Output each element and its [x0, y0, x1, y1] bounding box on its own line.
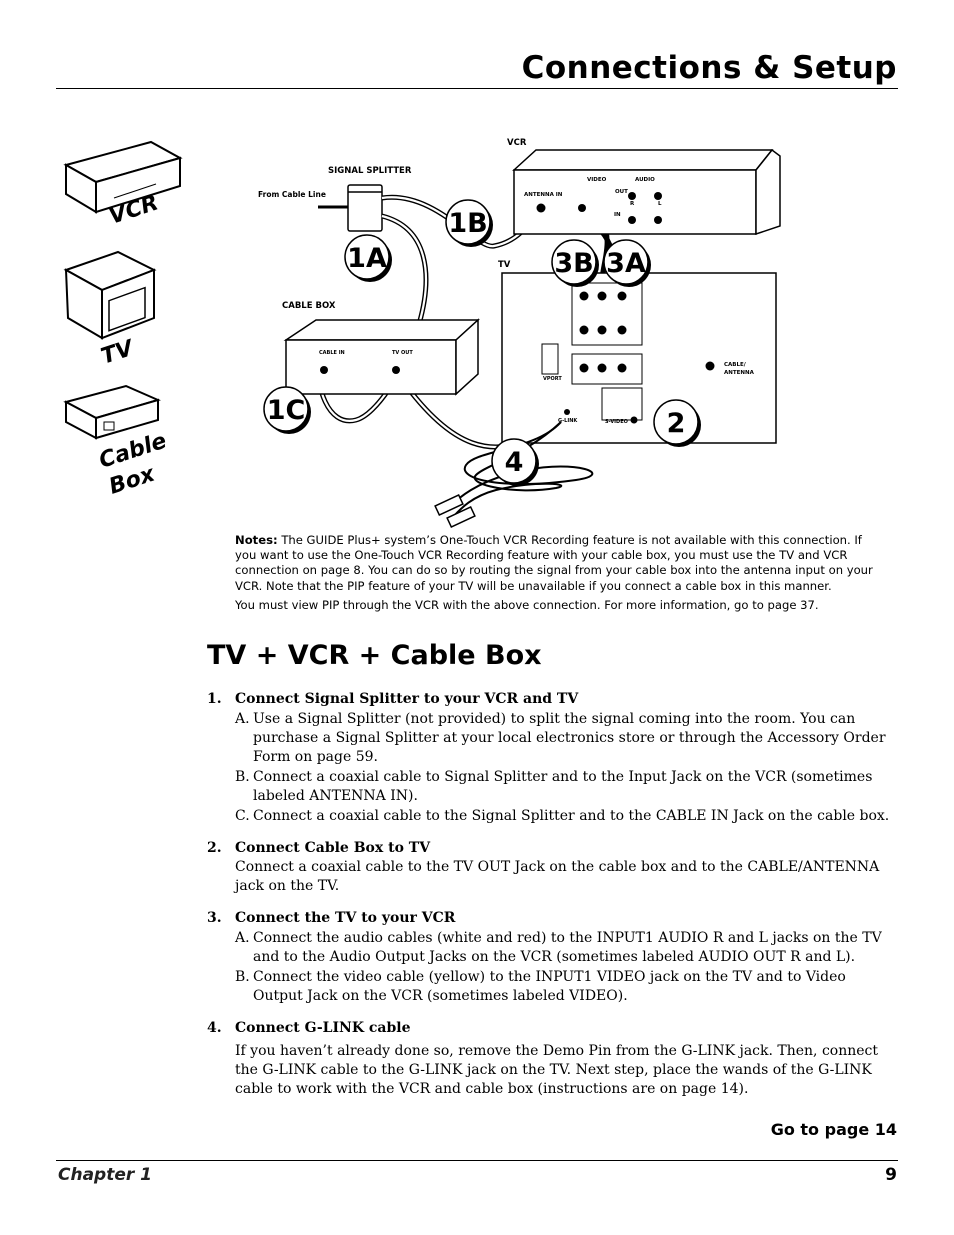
- step-number: 3.: [207, 910, 222, 926]
- step-2: 2. Connect Cable Box to TV Connect a coax…: [207, 839, 897, 896]
- vcr-label: VCR: [507, 138, 527, 148]
- notes-block: Notes: The GUIDE Plus+ system’s One-Touc…: [235, 533, 875, 617]
- sub-letter: A.: [235, 930, 250, 946]
- vcr-video-jack: [578, 204, 586, 212]
- g-link-jack: [564, 409, 570, 415]
- from-cable-line-label: From Cable Line: [258, 190, 326, 199]
- footer-page-number: 9: [885, 1165, 897, 1185]
- tv-out-label: TV OUT: [392, 350, 413, 356]
- tv-out-jack: [392, 366, 400, 374]
- cable-antenna-label-2: ANTENNA: [724, 370, 755, 376]
- connection-diagram: VCR TV Cable Box SIGNAL SPLITTER From Ca…: [63, 138, 781, 529]
- callout-1a: 1A: [344, 234, 392, 282]
- sub-text: Use a Signal Splitter (not provided) to …: [253, 711, 886, 765]
- footer-rule: [56, 1160, 898, 1161]
- step-title: Connect G-LINK cable: [235, 1020, 411, 1036]
- cable-in-jack: [320, 366, 328, 374]
- antenna-in-label: ANTENNA IN: [524, 192, 563, 198]
- notes-paragraph-2: You must view PIP through the VCR with t…: [235, 597, 819, 612]
- vcr-in-l-jack: [654, 216, 662, 224]
- audio-label: AUDIO: [635, 177, 655, 183]
- sub-text: Connect a coaxial cable to the Signal Sp…: [253, 808, 890, 824]
- sub-text: Connect the video cable (yellow) to the …: [253, 969, 846, 1004]
- step-title: Connect the TV to your VCR: [235, 910, 456, 926]
- video-label: VIDEO: [587, 177, 607, 183]
- l-label: L: [658, 201, 662, 207]
- step-number: 2.: [207, 840, 222, 856]
- signal-splitter: [347, 184, 383, 232]
- tv-label: TV: [498, 260, 511, 270]
- footer-chapter: Chapter 1: [58, 1165, 153, 1185]
- section-title: TV + VCR + Cable Box: [207, 640, 542, 671]
- cable-in-label: CABLE IN: [319, 350, 345, 356]
- callout-3a: 3A: [603, 239, 651, 287]
- vcr-icon: [63, 140, 183, 214]
- callout-4: 4: [491, 438, 539, 486]
- page-header-title: Connections & Setup: [521, 50, 897, 86]
- s-video-jack: [630, 416, 638, 424]
- tv-side-label: TV: [98, 335, 138, 369]
- svg-text:1C: 1C: [267, 395, 306, 426]
- notes-text-1: The GUIDE Plus+ system’s One-Touch VCR R…: [235, 533, 873, 593]
- notes-label: Notes:: [235, 533, 278, 547]
- cable-antenna-label-1: CABLE/: [724, 362, 747, 368]
- notes-paragraph-1: Notes: The GUIDE Plus+ system’s One-Touc…: [235, 533, 875, 594]
- svg-text:1B: 1B: [448, 208, 487, 239]
- svg-text:2: 2: [667, 408, 686, 439]
- cable-box-label: CABLE BOX: [282, 301, 336, 311]
- step-1: 1. Connect Signal Splitter to your VCR an…: [207, 690, 897, 826]
- header-rule: [56, 88, 898, 89]
- step-3: 3. Connect the TV to your VCR A.Connect …: [207, 909, 897, 1006]
- signal-splitter-label: SIGNAL SPLITTER: [328, 166, 412, 176]
- s-video-label: S-VIDEO: [605, 419, 628, 425]
- svg-text:1A: 1A: [347, 243, 387, 274]
- in-label: IN: [614, 212, 621, 218]
- sub-text: Connect a coaxial cable to Signal Splitt…: [253, 769, 873, 804]
- sub-letter: B.: [235, 769, 250, 785]
- tv-input-jacks: [579, 291, 627, 335]
- sub-letter: C.: [235, 808, 250, 824]
- sub-letter: B.: [235, 969, 250, 985]
- cable-box-device: [283, 318, 480, 396]
- antenna-in-jack: [536, 203, 546, 213]
- out-label: OUT: [615, 189, 628, 195]
- vcr-in-r-jack: [628, 216, 636, 224]
- step-4: 4. Connect G-LINK cable If you haven’t al…: [207, 1019, 897, 1099]
- vport-label: VPORT: [543, 376, 562, 382]
- callout-2: 2: [653, 399, 701, 447]
- step-number: 4.: [207, 1020, 222, 1036]
- callout-1b: 1B: [445, 199, 493, 247]
- step-text: Connect a coaxial cable to the TV OUT Ja…: [235, 859, 880, 894]
- go-to-page-link: Go to page 14: [770, 1120, 897, 1139]
- r-label: R: [630, 201, 635, 207]
- sub-letter: A.: [235, 711, 250, 727]
- g-link-label: G-LINK: [558, 418, 578, 424]
- steps-list: 1. Connect Signal Splitter to your VCR an…: [207, 690, 897, 1112]
- svg-text:3B: 3B: [554, 248, 593, 279]
- cable-box-icon: [63, 384, 161, 440]
- vcr-audio-r-jack: [628, 192, 636, 200]
- vcr-audio-l-jack: [654, 192, 662, 200]
- callout-1c: 1C: [263, 386, 311, 434]
- cable-antenna-jack: [705, 361, 715, 371]
- step-text: If you haven’t already done so, remove t…: [235, 1043, 879, 1097]
- svg-text:4: 4: [505, 447, 524, 478]
- svg-text:3A: 3A: [606, 248, 646, 279]
- sub-text: Connect the audio cables (white and red)…: [253, 930, 882, 965]
- step-title: Connect Signal Splitter to your VCR and …: [235, 691, 579, 707]
- step-number: 1.: [207, 691, 222, 707]
- callout-3b: 3B: [551, 239, 599, 287]
- vcr-device: [512, 148, 781, 236]
- tv-icon: [63, 250, 157, 340]
- step-title: Connect Cable Box to TV: [235, 840, 431, 856]
